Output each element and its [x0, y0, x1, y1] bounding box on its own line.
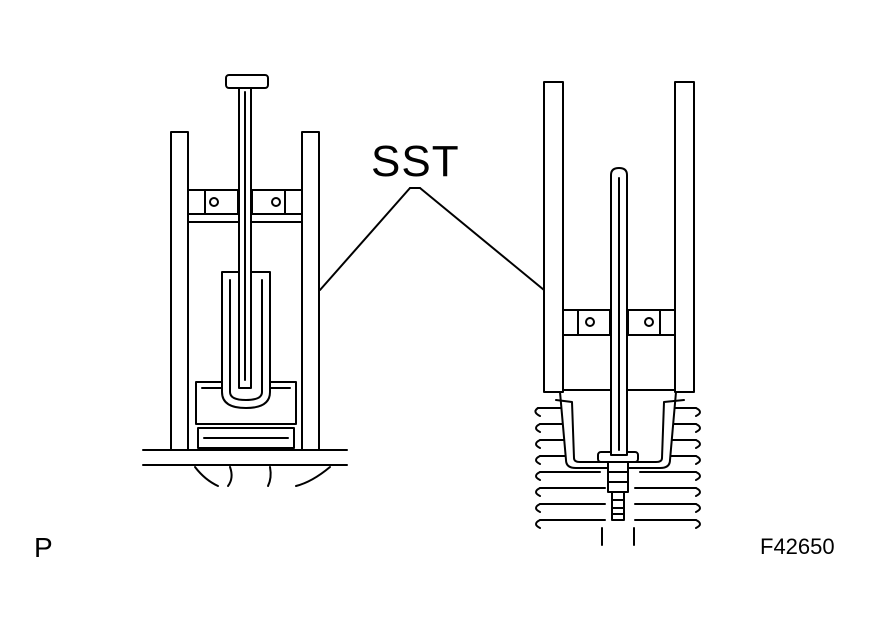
figure-id: F42650 [760, 534, 835, 559]
sst-callout-label: SST [371, 137, 460, 186]
right-valve-stem [597, 451, 639, 521]
left-cylinder-head [142, 449, 348, 487]
left-tool-assembly [142, 74, 348, 487]
right-tool-assembly [534, 81, 701, 546]
sst-leader-lines [319, 187, 545, 291]
left-screw-shaft [225, 74, 269, 389]
right-valve-spring [534, 407, 701, 546]
left-tee-handle-icon [225, 74, 269, 89]
corner-marker: P [34, 532, 53, 563]
